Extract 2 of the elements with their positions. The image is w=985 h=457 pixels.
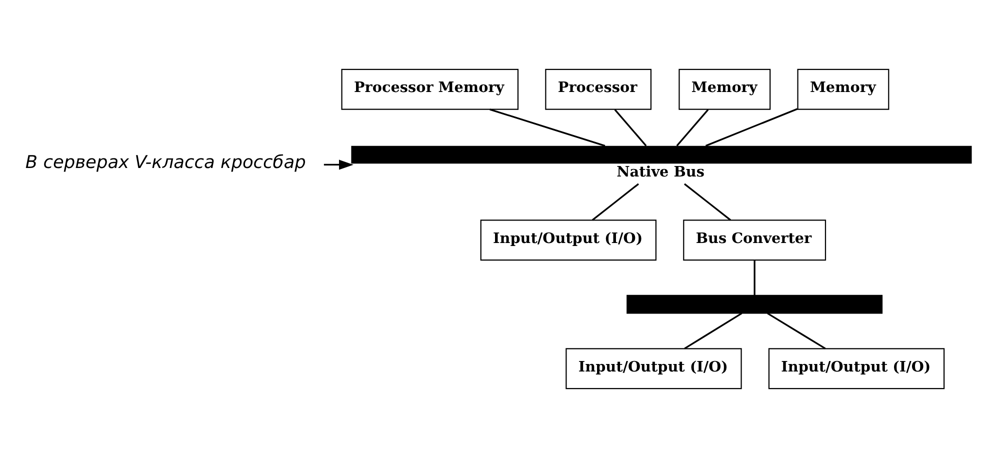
- node-label: Native Bus: [616, 162, 704, 180]
- node-text: В серверах V-класса кроссбар: [25, 152, 306, 172]
